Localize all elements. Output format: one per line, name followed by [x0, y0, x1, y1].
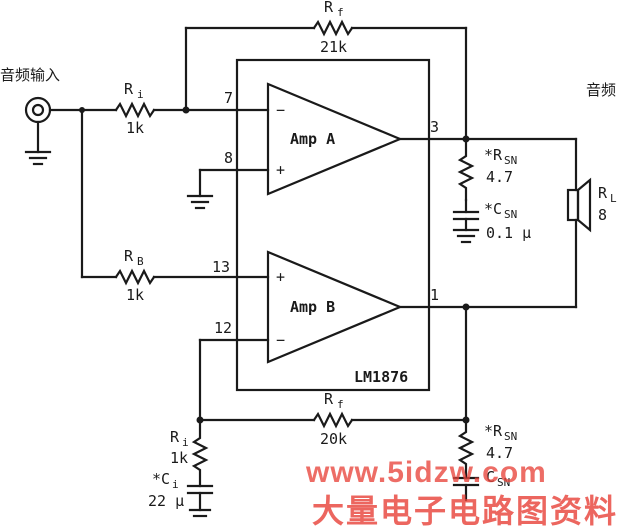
- label-ri-top: R: [124, 80, 134, 98]
- label-csn-bottom: C: [486, 468, 495, 486]
- value-rsn-bottom: 4.7: [486, 444, 513, 462]
- input-jack: [24, 96, 52, 166]
- capacitor-ci: [186, 484, 214, 518]
- label-csn-top: *C: [484, 200, 502, 218]
- value-rl: 8: [598, 206, 607, 224]
- label-rl-sub: L: [610, 192, 617, 205]
- amp-a-minus-sign: −: [276, 101, 285, 119]
- label-rsn-top-sub: SN: [504, 154, 517, 167]
- label-ri-bottom: R: [170, 428, 180, 446]
- resistor-rf-bottom: [312, 411, 354, 429]
- amp-a-plus-sign: +: [276, 161, 285, 179]
- value-ri-top: 1k: [126, 119, 144, 137]
- label-rb-sub: B: [137, 255, 144, 268]
- label-ci: *C: [152, 470, 170, 488]
- label-chip: LM1876: [354, 368, 408, 386]
- label-rf-bottom: R: [324, 390, 334, 408]
- label-rf-top: R: [324, 0, 334, 16]
- speaker-rl: [566, 177, 592, 233]
- label-amp-a: Amp A: [290, 130, 335, 148]
- value-rb: 1k: [126, 286, 144, 304]
- value-ri-bottom: 1k: [170, 449, 188, 467]
- label-rf-top-sub: f: [337, 6, 344, 19]
- label-rsn-bottom-sub: SN: [504, 430, 517, 443]
- label-rb: R: [124, 247, 134, 265]
- value-rf-top: 21k: [320, 38, 347, 56]
- ic-body: [235, 58, 431, 392]
- amp-b-dotted-edge: [267, 251, 331, 279]
- pin-3: 3: [430, 118, 439, 136]
- label-rsn-top: *R: [484, 146, 503, 164]
- resistor-rb: [114, 268, 156, 286]
- label-rl: R: [598, 184, 608, 202]
- label-ci-sub: i: [172, 478, 179, 491]
- amp-b-plus-sign: +: [276, 268, 285, 286]
- label-audio-input: 音频输入: [0, 66, 60, 84]
- value-ci: 22 μ: [148, 492, 184, 510]
- label-rf-bottom-sub: f: [337, 398, 344, 411]
- label-rsn-bottom: *R: [484, 422, 503, 440]
- value-rsn-top: 4.7: [486, 168, 513, 186]
- watermark-url: www.5idzw.com: [305, 456, 547, 489]
- resistor-rsn-top: [457, 137, 475, 202]
- resistor-ri-bottom: [191, 418, 209, 488]
- pin-13: 13: [212, 258, 230, 276]
- pin-1: 1: [430, 286, 439, 304]
- resistor-ri-top: [114, 101, 156, 119]
- label-csn-top-sub: SN: [504, 208, 517, 221]
- pin-7: 7: [224, 89, 233, 107]
- pin-12: 12: [214, 319, 232, 337]
- label-audio-output: 音频: [586, 81, 616, 99]
- value-csn-top: 0.1 μ: [486, 224, 531, 242]
- watermark-cn: 大量电子电路图资料: [312, 492, 618, 528]
- amp-a-triangle: [266, 82, 403, 196]
- resistor-rf-top: [312, 19, 354, 37]
- amp-b-triangle: [266, 250, 403, 364]
- label-amp-b: Amp B: [290, 298, 335, 316]
- pin-8: 8: [224, 149, 233, 167]
- label-ri-bottom-sub: i: [182, 436, 189, 449]
- resistor-rsn-bottom: [457, 418, 475, 480]
- ground-pin8: [186, 194, 214, 210]
- amp-b-minus-sign: −: [276, 331, 285, 349]
- label-ri-top-sub: i: [137, 88, 144, 101]
- value-rf-bottom: 20k: [320, 430, 347, 448]
- capacitor-csn-top: [452, 198, 480, 244]
- label-csn-bottom-sub: SN: [497, 476, 510, 489]
- capacitor-csn-bottom: [452, 476, 480, 502]
